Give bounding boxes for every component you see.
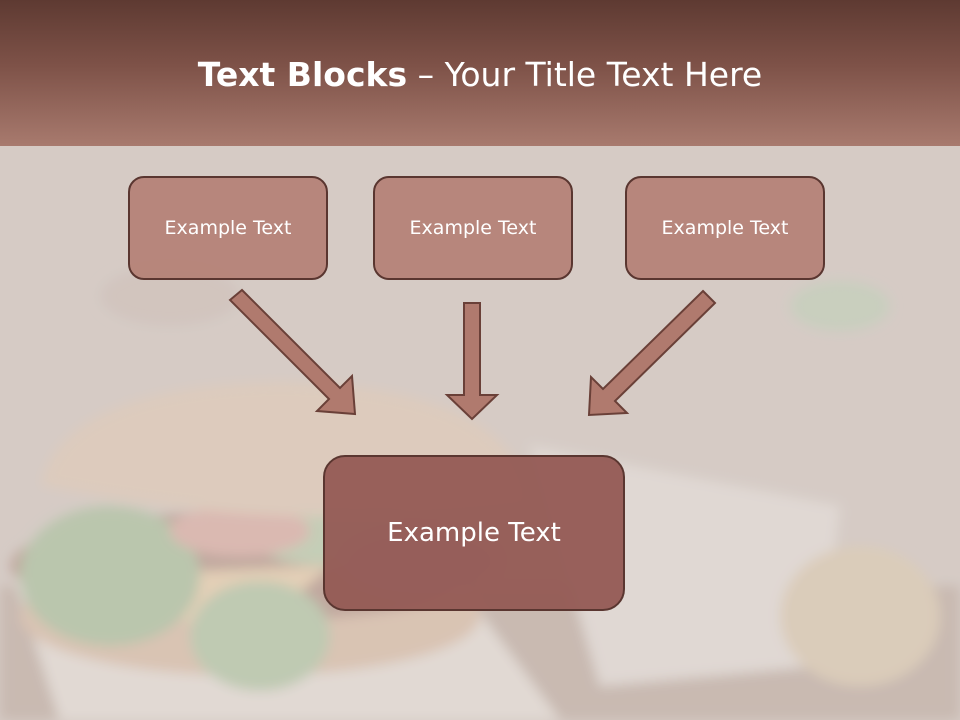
arrow-left xyxy=(228,288,357,416)
title-bar: Text Blocks – Your Title Text Here xyxy=(0,0,960,146)
text-block-main: Example Text xyxy=(323,455,625,611)
text-block-2-label: Example Text xyxy=(409,217,537,239)
text-block-1-label: Example Text xyxy=(164,217,292,239)
title-rest: Your Title Text Here xyxy=(444,55,763,94)
text-block-2: Example Text xyxy=(373,176,573,280)
title-bold: Text Blocks xyxy=(197,55,408,94)
text-block-3-label: Example Text xyxy=(661,217,789,239)
text-block-3: Example Text xyxy=(625,176,825,280)
arrow-right xyxy=(587,289,717,417)
arrow-center xyxy=(444,302,500,421)
text-block-main-label: Example Text xyxy=(387,518,561,548)
slide-title: Text Blocks – Your Title Text Here xyxy=(0,52,960,98)
text-block-1: Example Text xyxy=(128,176,328,280)
title-separator: – xyxy=(407,55,445,94)
